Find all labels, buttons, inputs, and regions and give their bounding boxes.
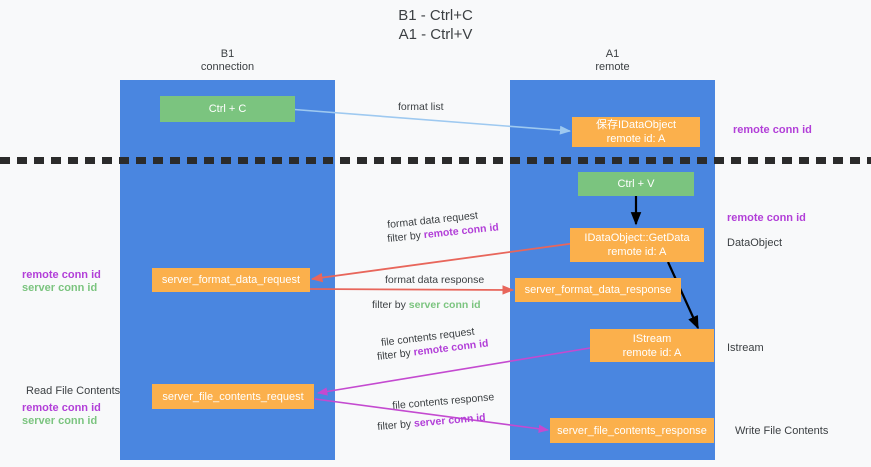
edge-label-file-contents-response-filter-key: server conn id (413, 411, 487, 430)
box-server-file-contents-request[interactable]: server_file_contents_request (152, 384, 314, 409)
annotation-left-remote-conn-id-mid: remote conn id (22, 269, 101, 281)
annotation-right-istream: Istream (727, 342, 764, 354)
box-ctrl-v-label: Ctrl + V (617, 178, 655, 190)
box-istream[interactable]: IStream remote id: A (590, 329, 714, 362)
annotation-right-remote-conn-id-top: remote conn id (733, 124, 812, 136)
box-istream-line1: IStream (632, 332, 672, 345)
lane-header-a1: A1 remote (510, 48, 715, 74)
lane-header-a1-name: A1 (605, 48, 620, 60)
box-server-format-data-response-label: server_format_data_response (524, 284, 672, 296)
box-ctrl-c[interactable]: Ctrl + C (160, 96, 295, 122)
edge-label-file-contents-response: file contents response (392, 391, 495, 413)
box-ctrl-v[interactable]: Ctrl + V (578, 172, 694, 196)
edge-label-format-data-response: format data response (385, 274, 485, 286)
box-server-format-data-response[interactable]: server_format_data_response (515, 278, 681, 302)
annotation-right-write-file-contents: Write File Contents (735, 425, 829, 437)
box-idataobject-getdata-line2: remote id: A (607, 246, 667, 258)
box-server-file-contents-response-label: server_file_contents_response (557, 424, 707, 437)
annotation-left-read-file-contents: Read File Contents (26, 385, 121, 397)
edge-label-file-contents-response-text: file contents response (391, 391, 495, 413)
box-server-file-contents-response[interactable]: server_file_contents_response (550, 418, 714, 443)
box-save-idataobject-line2: remote id: A (606, 133, 666, 145)
box-istream-line2: remote id: A (622, 346, 682, 359)
box-server-format-data-request-label: server_format_data_request (161, 274, 301, 286)
box-server-file-contents-request-label: server_file_contents_request (162, 390, 304, 403)
edge-label-format-data-response-filter: filter by server conn id (372, 299, 481, 312)
annotation-left-server-conn-id-mid: server conn id (22, 282, 98, 294)
edge-label-format-list: format list (398, 101, 444, 113)
edge-label-format-data-response-filter-pre: filter by (372, 299, 409, 311)
edge-label-format-data-response-filter-key: server conn id (408, 299, 481, 311)
box-save-idataobject-line1: 保存IDataObject (595, 119, 677, 131)
arrow-format-data-response (309, 285, 515, 295)
box-idataobject-getdata[interactable]: IDataObject::GetData remote id: A (570, 228, 704, 262)
edge-label-format-data-request-filter-pre: filter by (386, 229, 425, 246)
annotation-right-dataobject: DataObject (727, 237, 783, 249)
box-idataobject-getdata-line1: IDataObject::GetData (584, 232, 690, 244)
title-line-2: A1 - Ctrl+V (398, 26, 473, 43)
lane-header-b1-name: B1 (220, 48, 235, 60)
edge-label-file-contents-response-filter: filter by server conn id (377, 412, 486, 434)
lane-header-b1: B1 connection (120, 48, 335, 74)
edge-label-file-contents-response-filter-pre: filter by (376, 417, 415, 434)
box-save-idataobject[interactable]: 保存IDataObject remote id: A (572, 117, 700, 147)
lane-header-a1-sub: remote (595, 61, 630, 73)
lane-header-b1-sub: connection (200, 61, 255, 73)
box-server-format-data-request[interactable]: server_format_data_request (152, 268, 310, 292)
title-line-1: B1 - Ctrl+C (398, 7, 473, 24)
annotation-left-remote-conn-id-bottom: remote conn id (22, 402, 101, 414)
page-title: B1 - Ctrl+C A1 - Ctrl+V (0, 6, 871, 44)
annotation-right-remote-conn-id-mid: remote conn id (727, 212, 806, 224)
box-ctrl-c-label: Ctrl + C (208, 103, 247, 115)
annotation-left-server-conn-id-bottom: server conn id (22, 415, 98, 427)
